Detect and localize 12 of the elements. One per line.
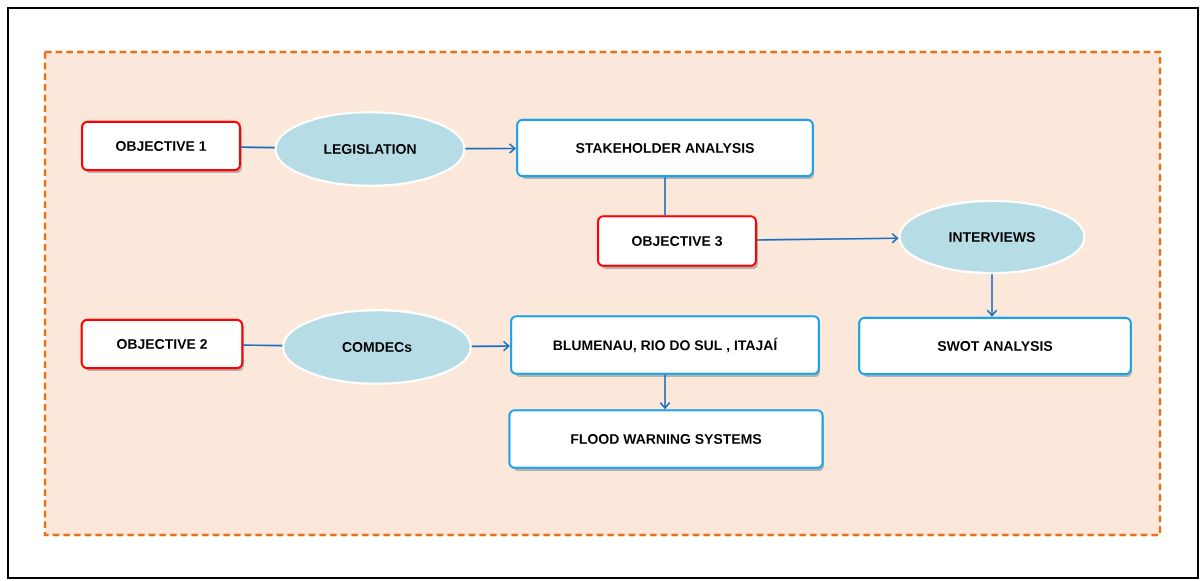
arrow	[756, 232, 899, 244]
process-box: SWOT ANALYSIS	[858, 316, 1132, 377]
process-box: FLOOD WARNING SYSTEMS	[508, 409, 824, 471]
arrow	[659, 374, 671, 410]
arrow	[464, 143, 517, 154]
objective-box: OBJECTIVE 3	[597, 215, 758, 269]
process-box: STAKEHOLDER ANALYSIS	[516, 118, 814, 179]
arrow	[986, 273, 998, 317]
objective-box: OBJECTIVE 1	[81, 120, 242, 173]
arrow	[470, 340, 511, 352]
objective-box: OBJECTIVE 2	[80, 318, 244, 371]
process-box: BLUMENAU, RIO DO SUL , ITAJAÍ	[510, 315, 820, 377]
